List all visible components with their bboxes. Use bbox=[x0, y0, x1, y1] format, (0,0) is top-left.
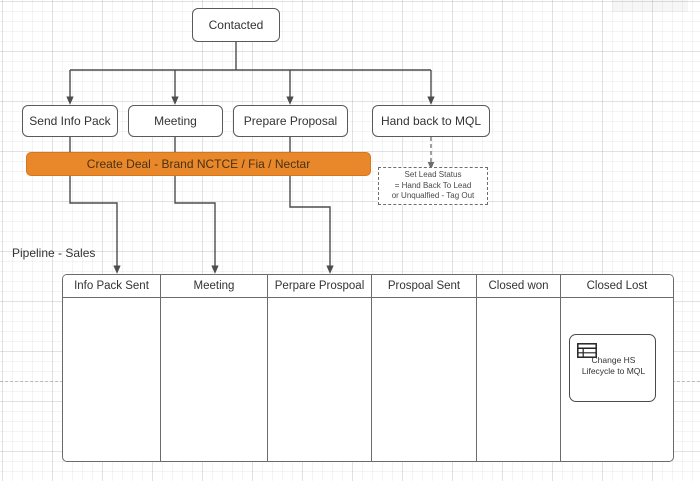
background-strip bbox=[612, 0, 688, 12]
pipeline-column-body[interactable] bbox=[63, 298, 160, 461]
pipeline-column-header: Info Pack Sent bbox=[63, 275, 160, 298]
node-contacted-label: Contacted bbox=[208, 17, 264, 32]
pipeline-column-body[interactable] bbox=[161, 298, 267, 461]
pipeline-column-info-pack-sent[interactable]: Info Pack Sent bbox=[63, 275, 161, 461]
note-line-3: or Unqualfied - Tag Out bbox=[391, 191, 475, 201]
pipeline-column-closed-won[interactable]: Closed won bbox=[477, 275, 561, 461]
table-icon bbox=[577, 343, 597, 358]
note-line-1: Set Lead Status bbox=[404, 169, 462, 179]
pipeline-column-header: Prospoal Sent bbox=[372, 275, 476, 298]
node-meeting[interactable]: Meeting bbox=[128, 105, 223, 137]
node-hand-back-to-mql-label: Hand back to MQL bbox=[380, 113, 482, 128]
pipeline-column-body[interactable] bbox=[268, 298, 371, 461]
pipeline-column-header: Closed won bbox=[477, 275, 560, 298]
node-prepare-proposal[interactable]: Prepare Proposal bbox=[233, 105, 348, 137]
node-contacted[interactable]: Contacted bbox=[192, 8, 280, 42]
card-change-hs-lifecycle[interactable]: Change HS Lifecycle to MQL bbox=[569, 334, 656, 402]
card-line-1: Change HS bbox=[591, 355, 636, 365]
card-change-hs-lifecycle-text: Change HS Lifecycle to MQL bbox=[570, 355, 657, 378]
card-line-2: Lifecycle to MQL bbox=[581, 366, 646, 377]
pipeline-column-meeting[interactable]: Meeting bbox=[161, 275, 268, 461]
pipeline-board[interactable]: Info Pack Sent Meeting Perpare Prospoal … bbox=[62, 274, 674, 462]
pipeline-column-closed-lost[interactable]: Closed Lost Change HS Lifecycle to MQL bbox=[561, 275, 673, 461]
note-set-lead-status[interactable]: Set Lead Status = Hand Back To Lead or U… bbox=[378, 167, 488, 205]
node-send-info-pack[interactable]: Send Info Pack bbox=[22, 105, 118, 137]
pipeline-column-perpare-prospoal[interactable]: Perpare Prospoal bbox=[268, 275, 372, 461]
pipeline-column-header: Perpare Prospoal bbox=[268, 275, 371, 298]
node-send-info-pack-label: Send Info Pack bbox=[29, 113, 111, 128]
node-meeting-label: Meeting bbox=[154, 113, 197, 128]
pipeline-column-body[interactable] bbox=[477, 298, 560, 461]
node-create-deal-bar[interactable]: Create Deal - Brand NCTCE / Fia / Nectar bbox=[26, 152, 371, 176]
node-create-deal-label: Create Deal - Brand NCTCE / Fia / Nectar bbox=[86, 157, 311, 171]
pipeline-column-header: Closed Lost bbox=[561, 275, 673, 298]
pipeline-column-body[interactable] bbox=[372, 298, 476, 461]
note-line-2: = Hand Back To Lead bbox=[394, 180, 472, 190]
node-prepare-proposal-label: Prepare Proposal bbox=[243, 113, 338, 128]
pipeline-title: Pipeline - Sales bbox=[12, 246, 96, 260]
pipeline-column-header: Meeting bbox=[161, 275, 267, 298]
pipeline-column-prospoal-sent[interactable]: Prospoal Sent bbox=[372, 275, 477, 461]
node-hand-back-to-mql[interactable]: Hand back to MQL bbox=[372, 105, 490, 137]
pipeline-column-body[interactable]: Change HS Lifecycle to MQL bbox=[561, 298, 673, 461]
